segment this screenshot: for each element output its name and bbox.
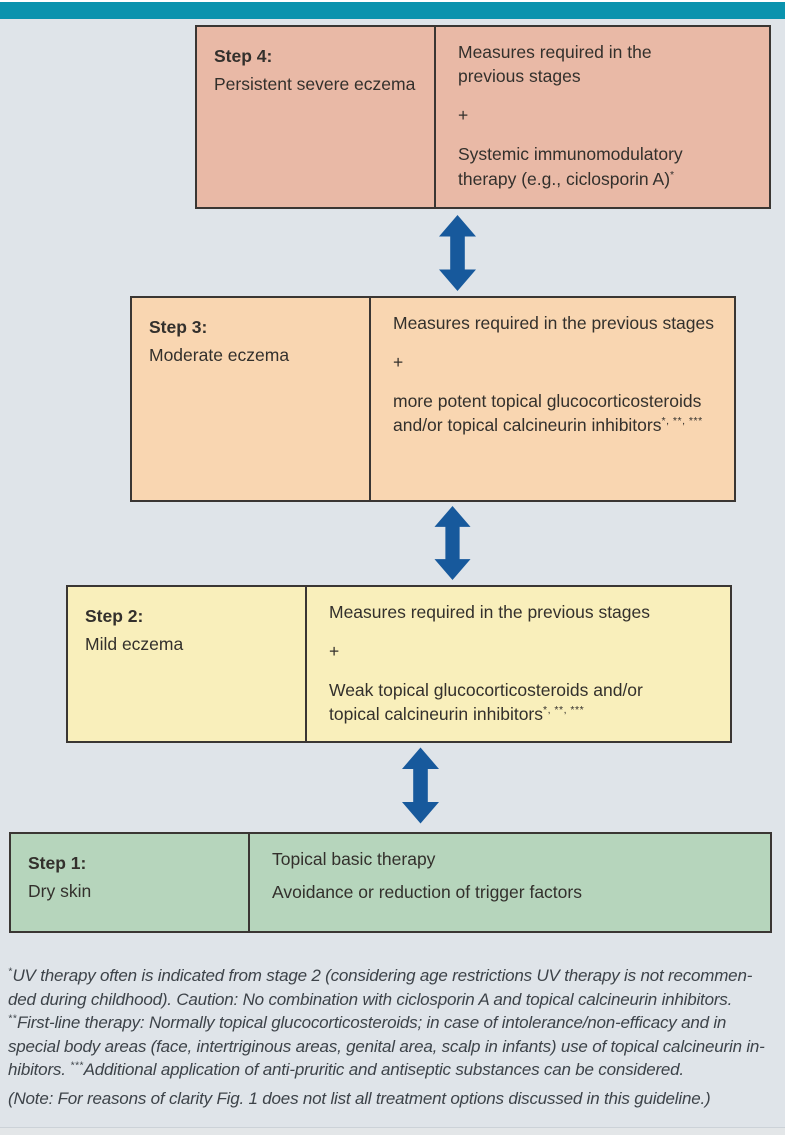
step4-box: Step 4: Persistent severe eczema Measure… [195,25,771,209]
step3-measures-cell: Measures required in the previous stages… [369,298,734,500]
top-margin-strip [0,0,785,2]
step3-box: Step 3: Moderate eczema Measures require… [130,296,736,502]
box-text-line: + [329,641,340,662]
double-arrow-icon [439,215,476,291]
box-text-line: Measures required in the previous stages [458,42,652,87]
box-text-line: more potent topical glucocorticosteroids… [393,391,703,436]
step1-condition: Dry skin [28,881,92,902]
box-text-line: Avoidance or reduction of trigger factor… [272,882,582,903]
box-text-line: Measures required in the previous stages [393,313,715,333]
double-arrow-icon [402,747,439,824]
step4-condition: Persistent severe eczema [214,74,416,95]
footnote-line: **First-line therapy: Normally topical g… [8,1013,727,1033]
footnote-line: hibitors. ***Additional application of a… [8,1060,684,1080]
step1-label-cell: Step 1: Dry skin [11,834,248,931]
footnote-line: (Note: For reasons of clarity Fig. 1 doe… [8,1088,711,1108]
step2-measures-cell: Measures required in the previous stages… [305,587,730,741]
box-text-line: Topical basic therapy [272,849,436,869]
double-arrow-shape [402,747,439,824]
step2-condition: Mild eczema [85,634,184,655]
double-arrow-icon [434,506,471,580]
step1-title: Step 1: [28,853,87,873]
step3-title: Step 3: [149,317,208,337]
box-text-line: + [458,105,469,126]
bottom-margin-strip [0,1127,785,1135]
box-text-line: Weak topical glucocorticosteroids and/or… [329,680,643,725]
step3-condition: Moderate eczema [149,345,290,366]
footnote-line: special body areas (face, intertriginous… [8,1036,765,1056]
box-text-line: Measures required in the previous stages [329,602,651,622]
box-text-line: Systemic immunomodulatory therapy (e.g.,… [458,144,683,189]
footnote-line: *UV therapy often is indicated from stag… [8,966,753,985]
step4-label-cell: Step 4: Persistent severe eczema [197,27,434,207]
step4-measures-cell: Measures required in the previous stages… [434,27,769,207]
step2-label-cell: Step 2: Mild eczema [68,587,305,741]
top-accent-bar [0,2,785,19]
step4-title: Step 4: [214,46,273,66]
step2-box: Step 2: Mild eczema Measures required in… [66,585,732,743]
double-arrow-shape [434,506,471,580]
step3-label-cell: Step 3: Moderate eczema [132,298,369,500]
double-arrow-shape [439,215,476,291]
box-text-line: + [393,352,404,373]
footnote-block: *UV therapy often is indicated from stag… [8,964,782,1111]
footnote-line: ded during childhood). Caution: No combi… [8,989,733,1009]
step2-title: Step 2: [85,606,144,626]
